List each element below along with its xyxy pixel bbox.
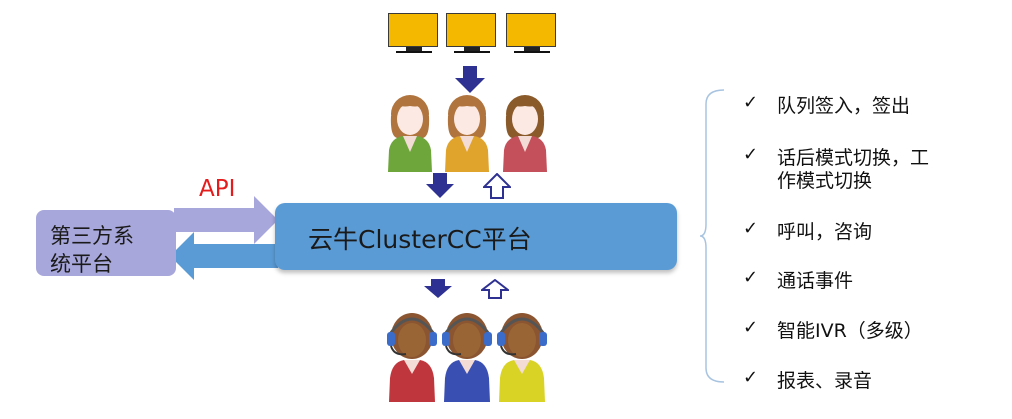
check-icon: ✓ [743, 144, 759, 165]
arrow-right-icon [174, 196, 278, 244]
feature-item-continuation: 作模式切换 [777, 170, 873, 192]
third-party-label-line2: 统平台 [50, 252, 113, 276]
feature-item: 通话事件 [777, 270, 854, 292]
check-icon: ✓ [743, 218, 759, 239]
headset-agent-yellow-icon [497, 313, 547, 402]
feature-item: 话后模式切换，工 [777, 147, 930, 169]
supervisor-orange-icon [445, 95, 489, 172]
check-icon: ✓ [743, 317, 759, 338]
api-label: API [199, 176, 236, 202]
cloud-platform-label: 云牛ClusterCC平台 [308, 225, 532, 254]
arrow-down-icon [455, 66, 485, 93]
brace-icon [700, 89, 725, 383]
check-icon: ✓ [743, 267, 759, 288]
headset-agent-blue-icon [442, 313, 492, 402]
check-icon: ✓ [743, 367, 759, 388]
feature-item: 队列签入，签出 [777, 95, 911, 117]
arrow-down-icon [424, 279, 452, 298]
monitor-icon [506, 13, 558, 53]
arrow-left-icon [170, 232, 278, 280]
cloud-platform-box [275, 203, 677, 270]
arrow-up-outline-icon [481, 279, 509, 299]
arrow-up-outline-icon [483, 173, 511, 199]
supervisor-red-icon [503, 95, 547, 172]
monitor-icon [388, 13, 440, 53]
monitor-icon [446, 13, 498, 53]
check-icon: ✓ [743, 92, 759, 113]
headset-agent-red-icon [387, 313, 437, 402]
supervisor-green-icon [388, 95, 432, 172]
feature-item: 报表、录音 [777, 370, 873, 392]
third-party-label-line1: 第三方系 [50, 224, 134, 248]
feature-item: 呼叫，咨询 [777, 221, 873, 243]
arrow-down-icon [426, 173, 454, 198]
feature-item: 智能IVR（多级） [777, 320, 923, 342]
third-party-system-box [36, 210, 176, 276]
